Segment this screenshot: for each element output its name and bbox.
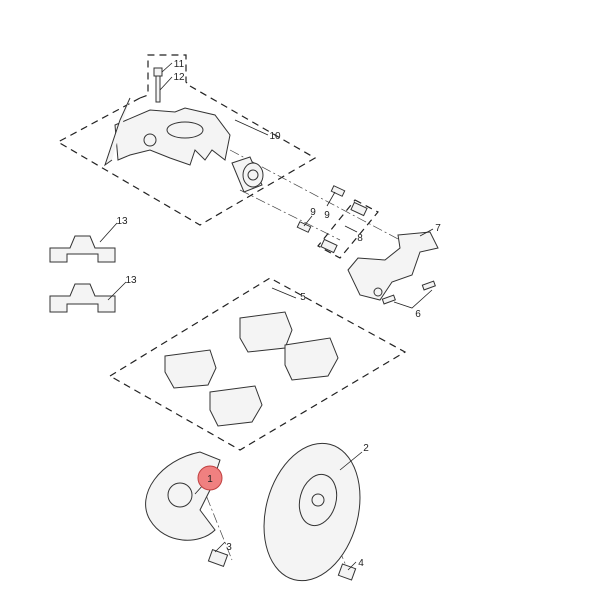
bleeder-screw	[153, 67, 163, 103]
callout-6[interactable]: 6	[415, 309, 421, 320]
caliper-carrier	[347, 231, 439, 305]
pad-spring-clip	[49, 235, 116, 313]
brake-caliper	[104, 97, 231, 167]
disc-screw	[337, 563, 357, 581]
callout-1-highlight[interactable]	[197, 465, 223, 491]
group-box-11-12	[139, 54, 191, 99]
brake-disc	[263, 442, 361, 582]
callout-8[interactable]: 8	[357, 233, 363, 244]
callout-12[interactable]: 12	[173, 72, 185, 83]
callout-13[interactable]: 13	[116, 216, 128, 227]
callout-9[interactable]: 9	[324, 210, 330, 221]
callout-13[interactable]: 13	[125, 275, 137, 286]
group-box-8	[317, 199, 379, 259]
group-box-5	[108, 277, 407, 451]
callout-11[interactable]: 11	[174, 59, 185, 70]
callout-3[interactable]: 3	[226, 542, 232, 553]
caliper-piston	[231, 156, 264, 193]
callout-2[interactable]: 2	[363, 443, 369, 454]
shield-bolt	[207, 548, 229, 568]
guide-bushing	[320, 201, 368, 254]
axis-line	[239, 189, 341, 241]
callout-10[interactable]: 10	[269, 131, 281, 142]
leader-lines	[99, 62, 434, 571]
callout-5[interactable]: 5	[300, 292, 306, 303]
dust-shield	[145, 451, 221, 541]
group-box-10	[56, 85, 317, 226]
callout-9[interactable]: 9	[310, 207, 316, 218]
callout-7[interactable]: 7	[435, 223, 441, 234]
callout-4[interactable]: 4	[358, 558, 364, 569]
callout-1[interactable]: 1	[207, 474, 213, 485]
brake-pads	[164, 311, 339, 427]
